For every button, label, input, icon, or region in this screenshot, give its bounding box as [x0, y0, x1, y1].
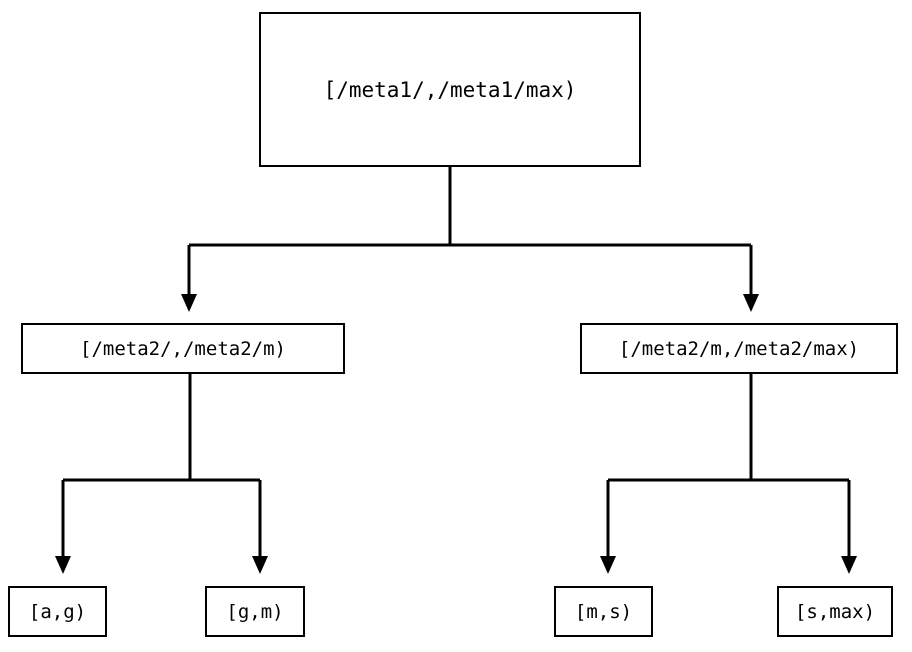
edge-level2left-to-leaves	[55, 374, 268, 574]
arrowhead-to-leaf-g-m	[252, 556, 268, 574]
tree-node-level2-right-label: [/meta2/m,/meta2/max)	[618, 337, 860, 360]
tree-node-leaf-s-max-label: [s,max)	[794, 600, 876, 623]
tree-node-level2-left: [/meta2/,/meta2/m)	[21, 323, 345, 374]
tree-node-leaf-a-g: [a,g)	[8, 586, 107, 637]
arrowhead-to-level2-left	[181, 294, 197, 312]
tree-node-leaf-m-s-label: [m,s)	[574, 600, 633, 623]
arrowhead-to-leaf-m-s	[600, 556, 616, 574]
tree-node-leaf-a-g-label: [a,g)	[28, 600, 87, 623]
edge-root-to-level2	[181, 167, 759, 312]
tree-node-leaf-g-m: [g,m)	[205, 586, 305, 637]
arrowhead-to-leaf-a-g	[55, 556, 71, 574]
edge-level2right-to-leaves	[600, 374, 857, 574]
tree-node-root-label: [/meta1/,/meta1/max)	[323, 77, 577, 102]
tree-node-level2-right: [/meta2/m,/meta2/max)	[580, 323, 898, 374]
tree-node-leaf-g-m-label: [g,m)	[226, 600, 284, 623]
arrowhead-to-leaf-s-max	[841, 556, 857, 574]
arrowhead-to-level2-right	[743, 294, 759, 312]
tree-node-root: [/meta1/,/meta1/max)	[259, 12, 641, 167]
tree-node-level2-left-label: [/meta2/,/meta2/m)	[80, 337, 286, 360]
tree-node-leaf-s-max: [s,max)	[777, 586, 893, 637]
tree-node-leaf-m-s: [m,s)	[554, 586, 653, 637]
